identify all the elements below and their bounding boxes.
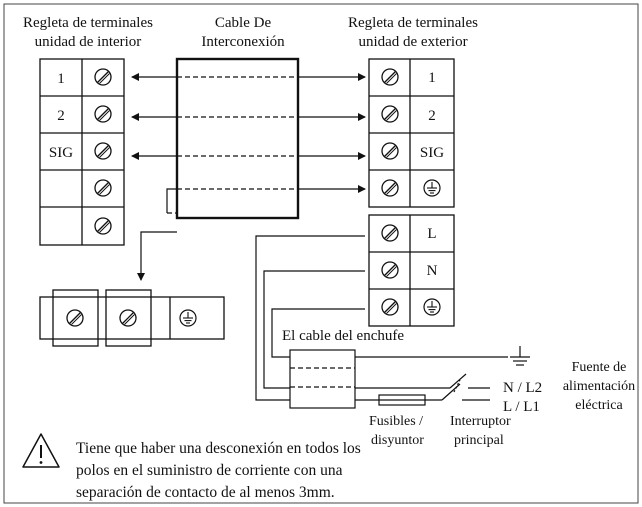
outdoor-terminal-1-label: 1 [428, 70, 436, 86]
outdoor-title-line1: Regleta de terminales [348, 15, 478, 31]
plug-cable-label: El cable del enchufe [282, 328, 404, 344]
screw-icon [94, 68, 112, 86]
screw-icon [94, 179, 112, 197]
fuses-label-line2: disyuntor [371, 433, 424, 448]
earth-icon [423, 179, 441, 197]
warning-line-2: polos en el suministro de corriente con … [76, 462, 343, 479]
cable-title-line1: Cable De [215, 15, 272, 31]
outdoor-terminal-sig-label: SIG [420, 145, 444, 161]
screw-icon [381, 224, 399, 242]
power-terminal-l-label: L [427, 226, 436, 242]
screw-icon [94, 142, 112, 160]
screw-icon [94, 105, 112, 123]
indoor-terminal-2-label: 2 [57, 108, 65, 124]
earth-icon [510, 346, 530, 366]
warning-line-3: separación de contacto de al menos 3mm. [76, 484, 335, 501]
earth-icon [179, 309, 197, 327]
indoor-terminal-1-label: 1 [57, 71, 65, 87]
switch-label-line2: principal [454, 433, 504, 448]
power-terminal-n-label: N [427, 263, 438, 279]
signal-lines [131, 73, 366, 281]
switch-label-line1: Interruptor [450, 414, 511, 429]
power-source-line2: alimentación [563, 379, 635, 394]
cable-title-line2: Interconexión [201, 34, 285, 50]
screw-icon [381, 105, 399, 123]
ground-terminal-block [39, 289, 225, 347]
interconnection-cable-box [175, 57, 300, 220]
outdoor-terminal-block [368, 58, 455, 208]
power-source-line1: Fuente de [572, 360, 627, 375]
power-terminal-block [368, 214, 455, 327]
warning-line-1: Tiene que haber una desconexión en todos… [76, 440, 361, 457]
screw-icon [381, 298, 399, 316]
power-wiring [255, 235, 508, 409]
screw-icon [94, 217, 112, 235]
outdoor-terminal-2-label: 2 [428, 108, 436, 124]
diagram-frame [3, 3, 639, 504]
screw-icon [66, 309, 84, 327]
l-l1-label: L / L1 [503, 399, 540, 415]
n-l2-label: N / L2 [503, 380, 542, 396]
screw-icon [381, 261, 399, 279]
power-source-line3: eléctrica [575, 398, 623, 413]
screw-icon [119, 309, 137, 327]
fuses-label-line1: Fusibles / [369, 414, 423, 429]
warning-text: Tiene que haber una desconexión en todos… [76, 438, 376, 504]
screw-icon [381, 68, 399, 86]
earth-icon [423, 298, 441, 316]
indoor-title-line1: Regleta de terminales [23, 15, 153, 31]
indoor-terminal-block [39, 58, 125, 246]
warning-icon [22, 433, 60, 468]
screw-icon [381, 179, 399, 197]
indoor-title-line2: unidad de interior [35, 34, 142, 50]
screw-icon [381, 142, 399, 160]
indoor-terminal-sig-label: SIG [49, 145, 73, 161]
outdoor-title-line2: unidad de exterior [358, 34, 467, 50]
